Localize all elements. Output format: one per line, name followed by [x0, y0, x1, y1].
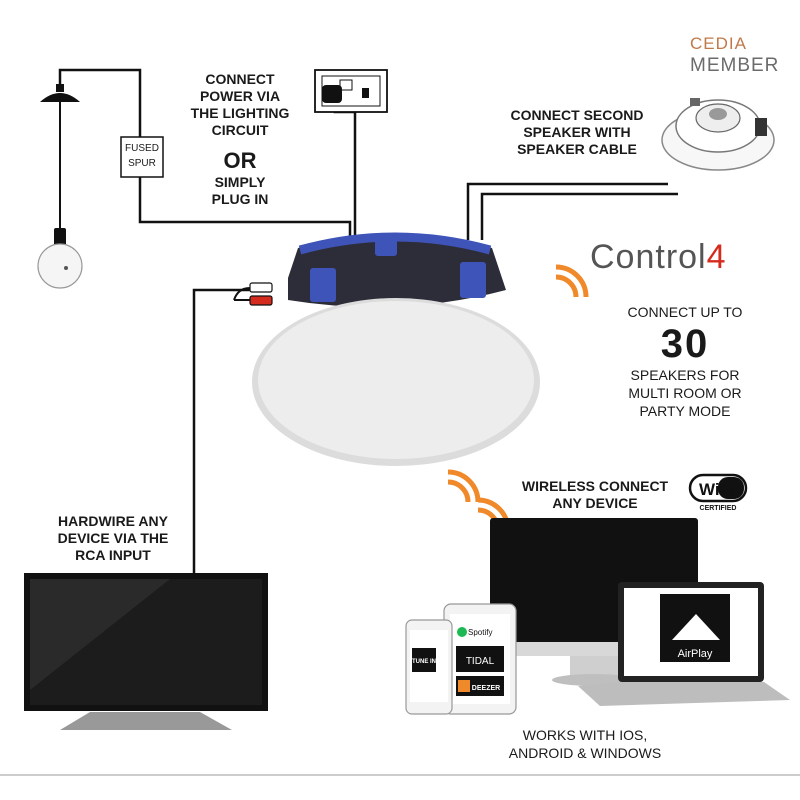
- tidal-text: TIDAL: [466, 656, 495, 667]
- control4-logo: Control4: [590, 238, 727, 276]
- rca-plug-icon: [233, 282, 273, 306]
- or-label: OR: [223, 148, 257, 173]
- speaker-cable: [466, 182, 668, 240]
- speaker-cable-2: [480, 192, 678, 240]
- rca-wire: [192, 288, 250, 580]
- wifi-certified-logo: [688, 473, 748, 503]
- main-speaker-icon: [252, 232, 540, 466]
- second-speaker-icon: [661, 98, 775, 171]
- works-with-label: WORKS WITH IOS,ANDROID & WINDOWS: [508, 727, 662, 761]
- connect-up-to-label: CONNECT UP TO: [627, 304, 743, 320]
- airplay-text: AirPlay: [678, 648, 713, 660]
- laptop-icon: [578, 582, 790, 706]
- wifi-certified-text: CERTIFIED: [700, 505, 737, 512]
- socket-wire: [333, 96, 357, 240]
- spotify-text: Spotify: [468, 628, 492, 637]
- speaker-count: 30: [660, 322, 710, 366]
- fused-spur-box: [120, 136, 164, 178]
- cedia-member-logo: CEDIA MEMBER: [690, 34, 780, 76]
- tv-icon: [24, 573, 268, 730]
- deezer-text: DEEZER: [472, 685, 500, 692]
- tablet-icon: [443, 603, 517, 715]
- pendant-light-icon: [37, 84, 83, 289]
- wifi-logo-text: WiFi: [699, 480, 735, 499]
- wall-socket-icon: [314, 69, 388, 113]
- tunein-text: TUNE IN: [412, 659, 436, 665]
- phone-icon: [405, 619, 453, 715]
